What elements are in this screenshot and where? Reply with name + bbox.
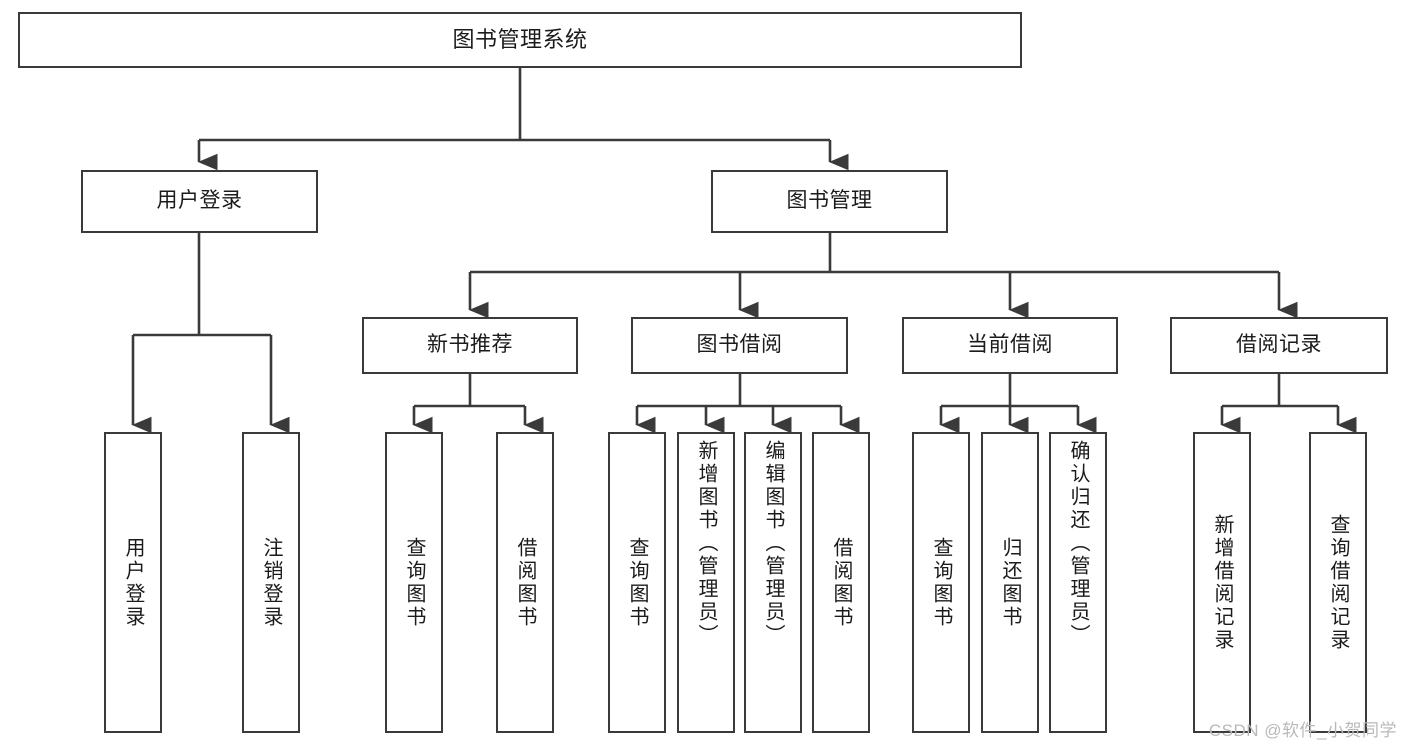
edge-borrowrecord-to-leaves bbox=[1220, 374, 1357, 434]
node-current-borrow[interactable]: 当前借阅 bbox=[902, 317, 1118, 374]
node-leaf-logout[interactable]: 注销登录 bbox=[242, 432, 300, 733]
node-leaf-add-book-admin-label: 新增图书（管理员） bbox=[695, 440, 717, 647]
edge-bookmanage-to-level3 bbox=[468, 233, 1298, 319]
node-leaf-user-login[interactable]: 用户登录 bbox=[104, 432, 162, 733]
node-current-borrow-label: 当前借阅 bbox=[967, 333, 1053, 357]
node-leaf-confirm-return-admin[interactable]: 确认归还（管理员） bbox=[1049, 432, 1107, 733]
node-leaf-return-book-label: 归还图书 bbox=[999, 536, 1021, 629]
node-book-manage-label: 图书管理 bbox=[786, 189, 873, 213]
node-new-book-recommendation-label: 新书推荐 bbox=[427, 333, 513, 357]
node-leaf-query-book-2[interactable]: 查询图书 bbox=[608, 432, 666, 733]
node-leaf-query-book-1-label: 查询图书 bbox=[403, 536, 425, 629]
edge-newbook-to-leaves bbox=[412, 374, 544, 434]
node-borrow-record[interactable]: 借阅记录 bbox=[1170, 317, 1388, 374]
edge-userlogin-to-leaves bbox=[131, 233, 290, 434]
node-book-manage[interactable]: 图书管理 bbox=[711, 170, 948, 233]
node-root-system[interactable]: 图书管理系统 bbox=[18, 12, 1022, 68]
node-new-book-recommendation[interactable]: 新书推荐 bbox=[362, 317, 578, 374]
node-leaf-user-login-label: 用户登录 bbox=[122, 536, 144, 629]
node-leaf-confirm-return-admin-label: 确认归还（管理员） bbox=[1067, 440, 1089, 647]
node-book-borrow-label: 图书借阅 bbox=[696, 333, 783, 357]
node-leaf-borrow-book-1-label: 借阅图书 bbox=[514, 536, 536, 629]
node-leaf-query-book-2-label: 查询图书 bbox=[626, 536, 648, 629]
node-leaf-query-borrow-record[interactable]: 查询借阅记录 bbox=[1309, 432, 1367, 733]
node-user-login-label: 用户登录 bbox=[156, 189, 243, 213]
node-leaf-add-book-admin[interactable]: 新增图书（管理员） bbox=[677, 432, 735, 733]
node-leaf-edit-book-admin-label: 编辑图书（管理员） bbox=[762, 440, 784, 647]
node-leaf-query-borrow-record-label: 查询借阅记录 bbox=[1327, 513, 1349, 652]
node-root-system-label: 图书管理系统 bbox=[452, 27, 588, 53]
edge-currentborrow-to-leaves bbox=[939, 374, 1097, 434]
node-leaf-add-borrow-record[interactable]: 新增借阅记录 bbox=[1193, 432, 1251, 733]
node-book-borrow[interactable]: 图书借阅 bbox=[631, 317, 848, 374]
edge-root-to-level2 bbox=[197, 68, 849, 171]
node-leaf-query-book-3[interactable]: 查询图书 bbox=[912, 432, 970, 733]
node-leaf-edit-book-admin[interactable]: 编辑图书（管理员） bbox=[744, 432, 802, 733]
node-leaf-query-book-3-label: 查询图书 bbox=[930, 536, 952, 629]
node-leaf-logout-label: 注销登录 bbox=[260, 536, 282, 629]
node-user-login[interactable]: 用户登录 bbox=[81, 170, 318, 233]
edge-bookborrow-to-leaves bbox=[635, 374, 860, 434]
node-borrow-record-label: 借阅记录 bbox=[1236, 333, 1322, 357]
node-leaf-borrow-book-2[interactable]: 借阅图书 bbox=[812, 432, 870, 733]
node-leaf-add-borrow-record-label: 新增借阅记录 bbox=[1211, 513, 1233, 652]
node-leaf-return-book[interactable]: 归还图书 bbox=[981, 432, 1039, 733]
node-leaf-borrow-book-1[interactable]: 借阅图书 bbox=[496, 432, 554, 733]
node-leaf-query-book-1[interactable]: 查询图书 bbox=[385, 432, 443, 733]
node-leaf-borrow-book-2-label: 借阅图书 bbox=[830, 536, 852, 629]
